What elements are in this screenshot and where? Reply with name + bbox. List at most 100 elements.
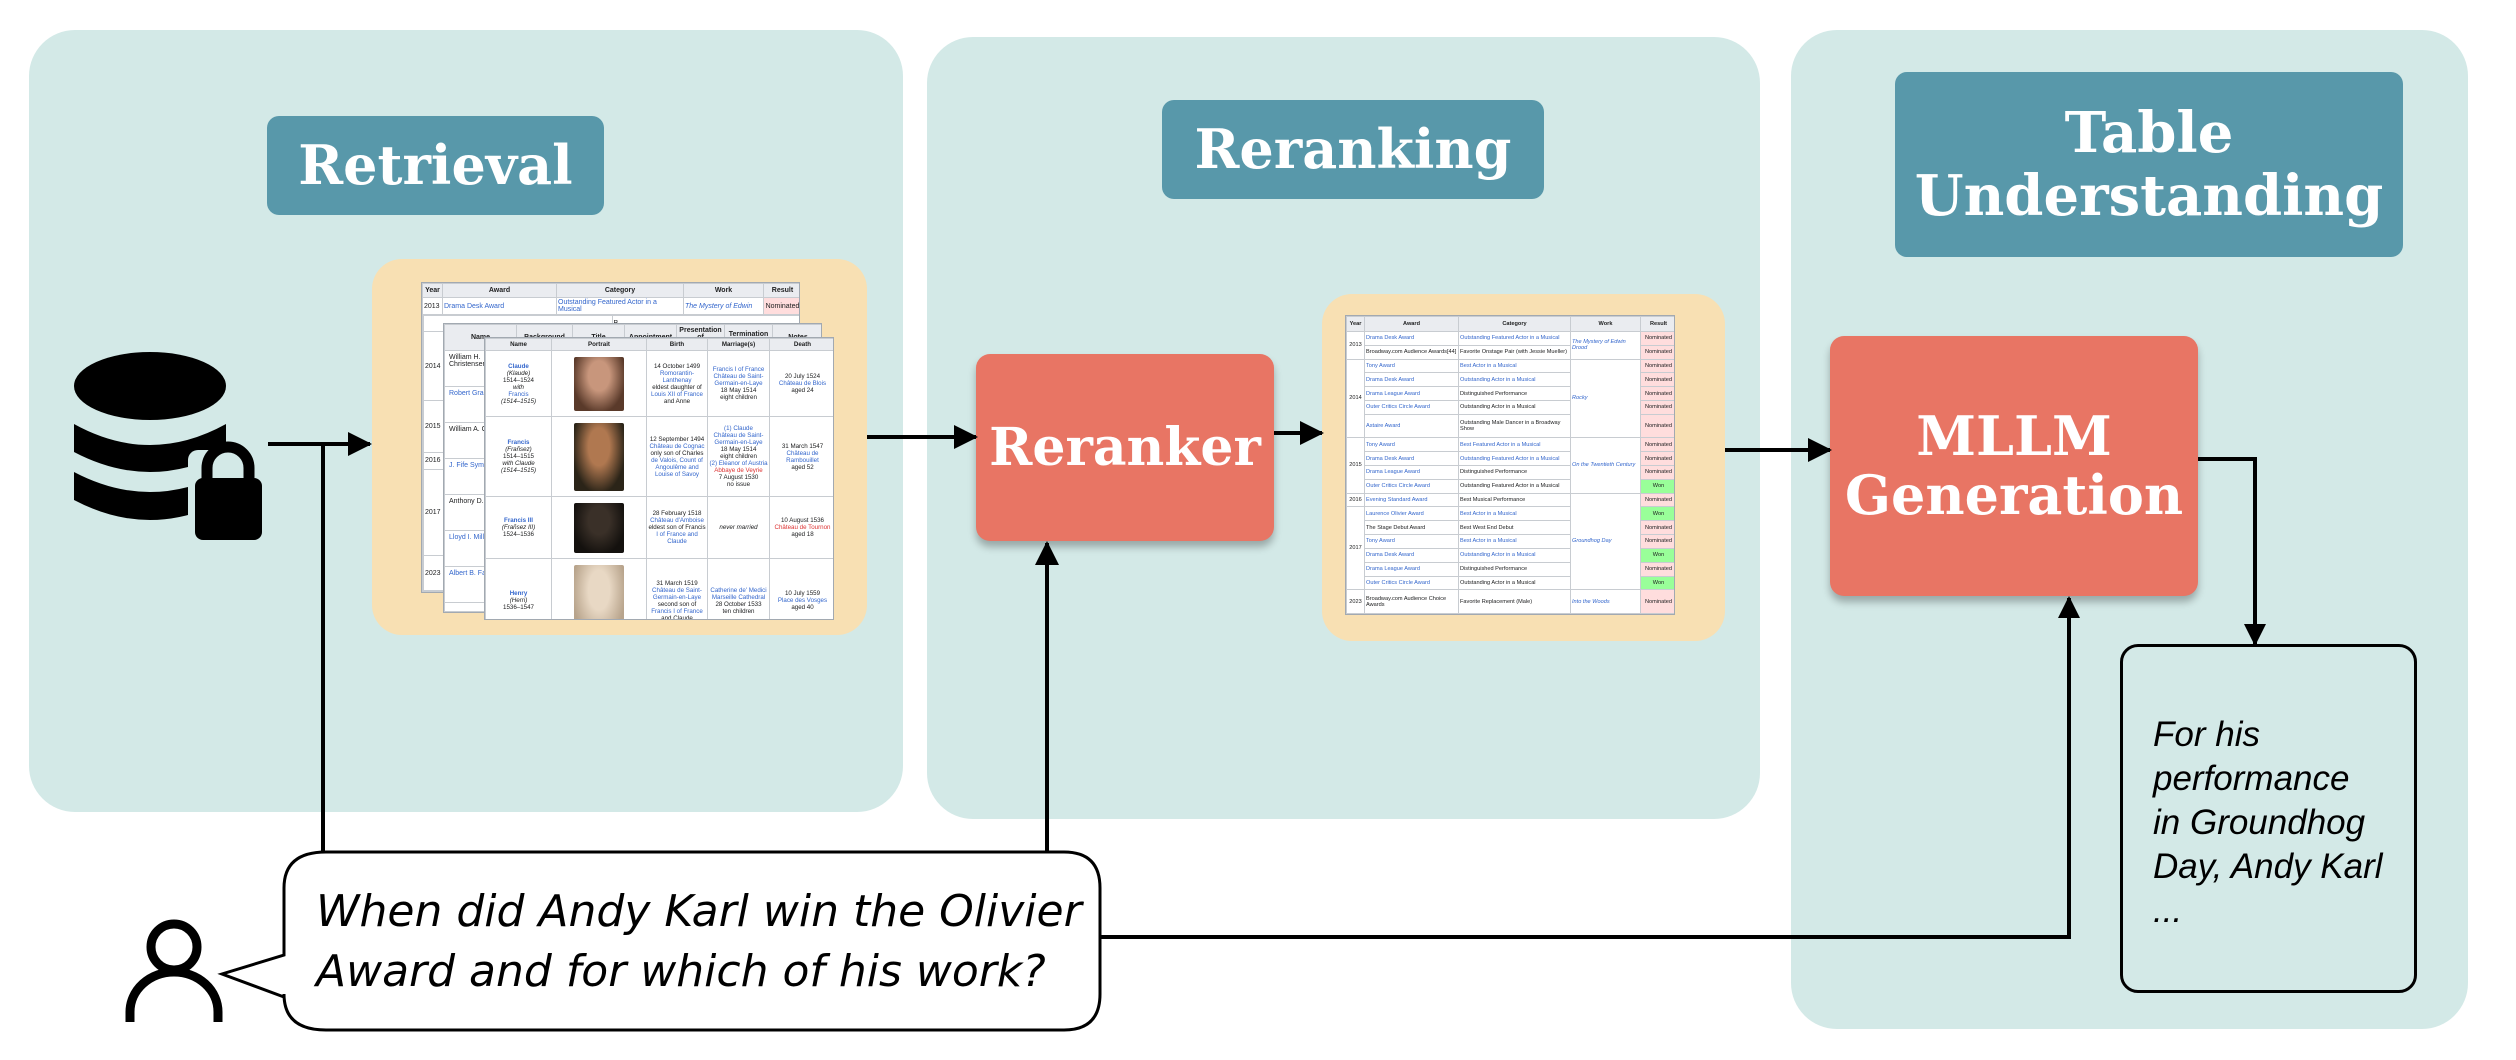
reranked-category-cell: Outstanding Male Dancer in a Broadway Sh… <box>1458 413 1571 439</box>
reranked-award-cell[interactable]: Tony Award <box>1364 534 1459 549</box>
awards-cell-work[interactable]: The Mystery of Edwin <box>683 297 764 315</box>
reranked-award-cell[interactable]: Drama League Award <box>1364 386 1459 402</box>
understanding-stage-label: Table Understanding <box>1895 72 2403 257</box>
reranked-work-cell[interactable]: On the Twentieth Century <box>1570 437 1641 494</box>
reranked-category-cell[interactable]: Best Actor in a Musical <box>1458 358 1571 374</box>
royals-birth-line: and Anne <box>663 397 691 405</box>
reranked-award-cell[interactable]: Drama Desk Award <box>1364 330 1459 346</box>
reranked-result-cell: Nominated <box>1640 330 1674 346</box>
royals-death-line[interactable]: Place des Vosges <box>777 597 828 604</box>
reranked-award-cell[interactable]: Tony Award <box>1364 437 1459 453</box>
royals-header: Birth <box>646 338 708 351</box>
retrieval-stage-label-text: Retrieval <box>298 133 573 198</box>
royal-name[interactable]: Claude <box>508 362 529 370</box>
royals-birth-line[interactable]: Château d'Amboise <box>650 517 704 524</box>
royals-marriage-line[interactable]: Marseille Cathedral <box>711 593 766 601</box>
ambassadors-name-cell[interactable]: J. Fife Symi <box>445 459 517 495</box>
royals-birth-line[interactable]: Louis XII of France <box>651 390 703 398</box>
awards-cell-category[interactable]: Outstanding Featured Actor in a Musical <box>556 297 684 315</box>
reranked-award-cell[interactable]: Tony Award <box>1364 358 1459 374</box>
royals-birth-line[interactable]: Château de Cognac <box>649 442 705 450</box>
royals-marriage-line: ten children <box>722 607 755 615</box>
reranked-award-cell[interactable]: Drama League Award <box>1364 561 1459 577</box>
royals-death-line[interactable]: Château de <box>786 449 819 457</box>
royals-marriage-line[interactable]: Catherine de' Medici <box>710 586 767 594</box>
reranked-work-cell[interactable]: Rocky <box>1570 358 1641 439</box>
portrait-image <box>574 564 624 619</box>
royals-death-line[interactable]: Château de Blois <box>778 380 827 387</box>
reranked-award-cell[interactable]: Astaire Award <box>1364 413 1459 439</box>
royals-birth-line[interactable]: Angoulême and <box>655 463 699 471</box>
reranked-award-cell[interactable]: Drama Desk Award <box>1364 372 1459 388</box>
royals-death-line[interactable]: Rambouillet <box>786 456 819 464</box>
reranked-award-cell[interactable]: Laurence Olivier Award <box>1364 506 1459 522</box>
royals-birth-line[interactable]: de Valois, Count of <box>651 456 703 464</box>
ambassadors-name-cell[interactable]: Lloyd I. Mill <box>445 531 517 567</box>
reranked-award-cell[interactable]: Drama Desk Award <box>1364 451 1459 466</box>
reranked-year-cell: 2013 <box>1346 330 1365 360</box>
reranked-award-cell[interactable]: Drama Desk Award <box>1364 547 1459 563</box>
query-line-2: Award and for which of his work? <box>316 946 1046 997</box>
reranked-award-cell[interactable]: Outer Critics Circle Award <box>1364 400 1459 415</box>
royals-marriage-line[interactable]: Château de Saint-Germain-en-Laye <box>713 432 764 446</box>
royals-portrait-cell <box>551 496 647 559</box>
royal-name[interactable]: Francis III <box>504 517 533 524</box>
royals-death-line: aged 24 <box>791 387 814 394</box>
royals-marriage-line[interactable]: Abbaye de Veyrie <box>714 467 763 474</box>
reranked-category-cell[interactable]: Best Actor in a Musical <box>1458 506 1571 522</box>
royals-birth-line[interactable]: Château de Saint-Germain-en-Laye <box>652 586 702 601</box>
royals-header: Name <box>485 338 552 351</box>
reranked-header: Award <box>1364 316 1459 332</box>
royals-marriage-line[interactable]: (2) Eleanor of Austria <box>709 460 768 467</box>
royals-marriage-line[interactable]: Château de Saint-Germain-en-Laye <box>713 373 764 387</box>
portrait-image <box>574 356 624 411</box>
reranked-work-cell[interactable]: Groundhog Day <box>1570 492 1641 591</box>
royals-birth-line[interactable]: I of France and <box>656 531 698 538</box>
reranked-award-cell[interactable]: Outer Critics Circle Award <box>1364 575 1459 591</box>
royals-birth-line: 12 September 1494 <box>649 435 705 443</box>
royal-co-ruler[interactable]: Francis <box>508 390 529 398</box>
awards-header-work: Work <box>683 283 764 298</box>
reranked-category-cell[interactable]: Outstanding Actor in a Musical <box>1458 372 1571 388</box>
reranker-label: Reranker <box>989 416 1261 478</box>
reranked-category-cell[interactable]: Outstanding Actor in a Musical <box>1458 547 1571 563</box>
reranked-category-cell[interactable]: Outstanding Featured Actor in a Musical <box>1458 451 1571 466</box>
reranked-header: Work <box>1570 316 1641 332</box>
royals-birth-line[interactable]: Romorantin-Lanthenay <box>659 369 695 384</box>
royals-portrait-cell <box>551 558 647 619</box>
reranked-work-cell[interactable]: Into the Woods <box>1570 589 1641 614</box>
reranked-work-cell[interactable]: The Mystery of Edwin Drood <box>1570 330 1641 360</box>
royal-name[interactable]: Francis <box>507 439 530 446</box>
royals-marriage-line[interactable]: Francis I of France <box>712 366 765 373</box>
reranked-award-cell: The Stage Debut Award <box>1364 520 1459 536</box>
royals-birth-line[interactable]: Francis I of France <box>651 607 703 615</box>
reranked-category-cell[interactable]: Best Actor in a Musical <box>1458 534 1571 549</box>
answer-line: For his <box>2153 715 2260 754</box>
royals-birth-line[interactable]: Louise of Savoy <box>654 470 700 478</box>
royal-reign: 1536–1547 <box>503 604 534 611</box>
reranked-award-cell[interactable]: Evening Standard Award <box>1364 492 1459 508</box>
royals-marriage-line[interactable]: (1) Claude <box>724 425 753 432</box>
reranked-category-cell[interactable]: Best Featured Actor in a Musical <box>1458 437 1571 453</box>
royals-death-line[interactable]: Château de Tournon <box>774 524 831 531</box>
reranked-category-cell[interactable]: Outstanding Featured Actor in a Musical <box>1458 330 1571 346</box>
awards-cell-award[interactable]: Drama Desk Award <box>442 297 557 315</box>
reranked-result-cell: Nominated <box>1640 451 1674 466</box>
reranked-category-cell: Distinguished Performance <box>1458 386 1571 402</box>
royals-birth-line[interactable]: Claude <box>667 538 687 545</box>
reranked-award-cell[interactable]: Drama League Award <box>1364 464 1459 480</box>
royals-portrait-cell <box>551 416 647 497</box>
royal-name[interactable]: Henry <box>509 590 528 597</box>
answer-box: For his performance in Groundhog Day, An… <box>2120 644 2417 993</box>
ambassadors-name-cell[interactable]: Robert Grah <box>445 387 517 423</box>
reranked-award-cell[interactable]: Outer Critics Circle Award <box>1364 478 1459 494</box>
portrait-image <box>574 422 624 491</box>
